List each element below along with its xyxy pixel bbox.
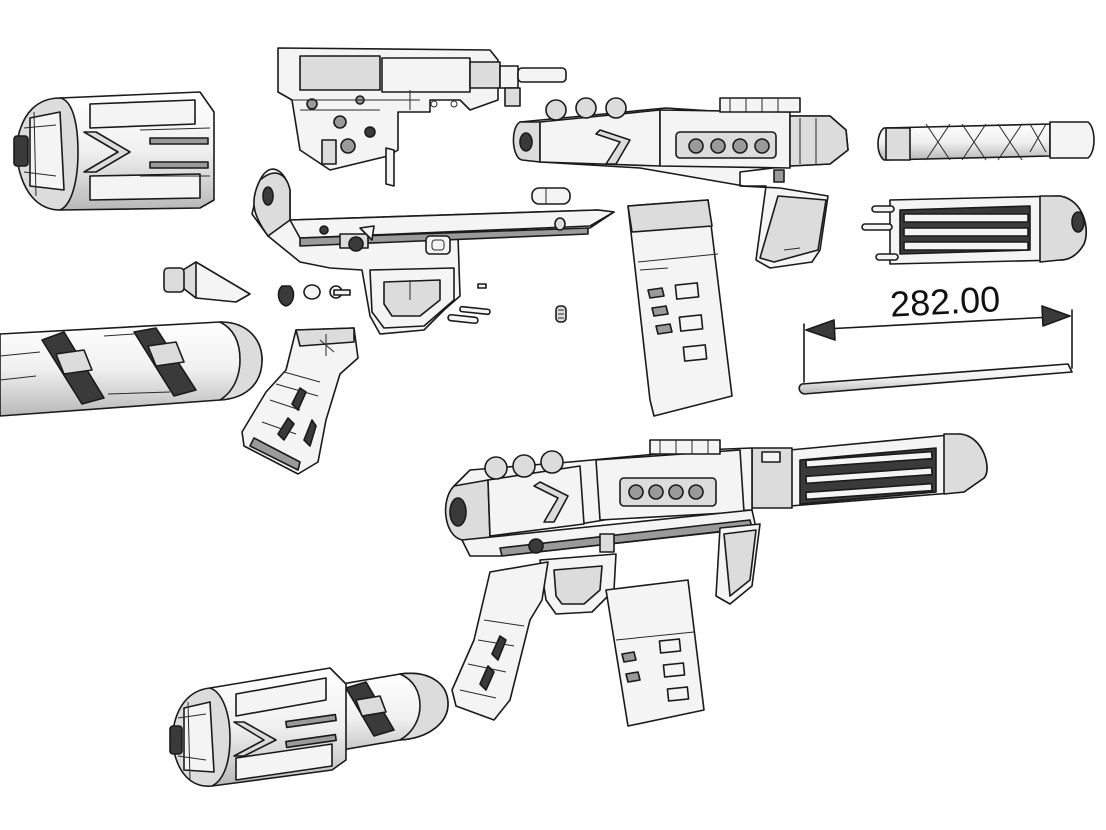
long-rod: [798, 363, 1073, 395]
dimension-annotation: 282.00: [803, 278, 1073, 383]
magazine-loose: [627, 199, 733, 417]
dimension-value: 282.00: [889, 278, 1001, 325]
rod-cage-assembly: [861, 195, 1087, 265]
canister-shroud-top-left: [13, 91, 215, 211]
lower-receiver: [251, 168, 615, 335]
pistol-grip-loose: [241, 327, 359, 475]
gearbox-housing: [277, 47, 567, 187]
small-parts: [163, 261, 567, 325]
twisted-barrel-tube: [0, 321, 263, 417]
bolt-cartridge: [531, 187, 571, 205]
upper-receiver-assembly: [512, 97, 849, 269]
assembled-blaster: [169, 433, 988, 787]
suppressor-muzzle: [877, 121, 1095, 161]
